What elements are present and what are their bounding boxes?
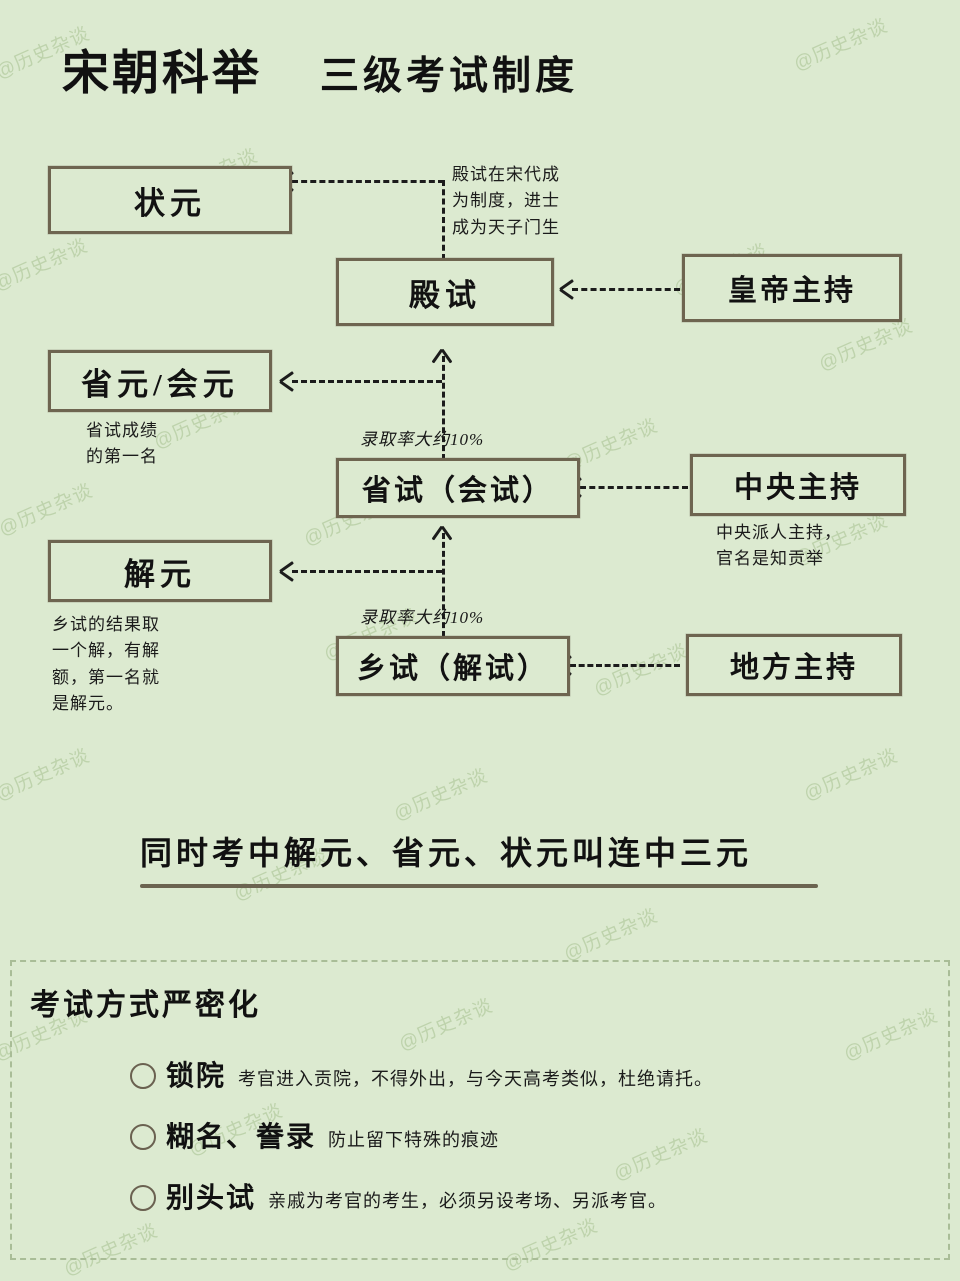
watermark: @历史杂谈 bbox=[790, 15, 892, 76]
watermark: @历史杂谈 bbox=[590, 640, 692, 701]
note-zhongyang: 中央派人主持， 官名是知贡举 bbox=[716, 523, 842, 569]
list-item[interactable]: 锁院 考官进入贡院，不得外出，与今天高考类似，杜绝请托。 bbox=[130, 1054, 930, 1094]
box-xiangshi[interactable]: 乡试（解试） bbox=[336, 636, 570, 696]
connector-dianshi-up bbox=[442, 180, 445, 260]
watermark: @历史杂谈 bbox=[0, 745, 94, 806]
rate-label-shengshi: 录取率大约10% bbox=[360, 430, 485, 449]
circle-bullet-icon bbox=[130, 1063, 156, 1089]
panel-bullet-list: 锁院 考官进入贡院，不得外出，与今天高考类似，杜绝请托。 糊名、誊录 防止留下特… bbox=[130, 1054, 930, 1237]
note-dianshi: 殿试在宋代成 为制度，进士 成为天子门生 bbox=[452, 165, 560, 237]
box-difang-zhuchi[interactable]: 地方主持 bbox=[686, 634, 902, 696]
rate-label-xiangshi: 录取率大约10% bbox=[360, 608, 485, 627]
panel-title: 考试方式严密化 bbox=[30, 989, 261, 1022]
box-shengyuan-huiyuan[interactable]: 省元/会元 bbox=[48, 350, 272, 412]
box-dianshi-label: 殿试 bbox=[409, 277, 481, 313]
list-item[interactable]: 糊名、誊录 防止留下特殊的痕迹 bbox=[130, 1115, 930, 1155]
box-shengshi[interactable]: 省试（会试） bbox=[336, 458, 580, 518]
bullet-term: 锁院 bbox=[166, 1061, 227, 1092]
box-zhongyang-zhuchi-label: 中央主持 bbox=[733, 472, 862, 504]
circle-bullet-icon bbox=[130, 1124, 156, 1150]
circle-bullet-icon bbox=[130, 1185, 156, 1211]
connector-shengshi-to-dianshi bbox=[442, 356, 445, 460]
bullet-desc: 防止留下特殊的痕迹 bbox=[328, 1130, 500, 1150]
box-xiangshi-label: 乡试（解试） bbox=[356, 653, 549, 685]
box-huangdi-zhuchi-label: 皇帝主持 bbox=[727, 275, 856, 307]
box-dianshi[interactable]: 殿试 bbox=[336, 258, 554, 326]
bullet-desc: 考官进入贡院，不得外出，与今天高考类似，杜绝请托。 bbox=[238, 1069, 714, 1089]
bullet-term: 别头试 bbox=[166, 1183, 257, 1214]
watermark: @历史杂谈 bbox=[0, 480, 97, 541]
box-shengshi-label: 省试（会试） bbox=[361, 475, 554, 507]
connector-huangdi-to-dianshi bbox=[572, 288, 680, 291]
box-jieyuan[interactable]: 解元 bbox=[48, 540, 272, 602]
box-huangdi-zhuchi[interactable]: 皇帝主持 bbox=[682, 254, 902, 322]
connector-difang-to-xiangshi bbox=[570, 664, 680, 667]
title-subtitle: 三级考试制度 bbox=[320, 55, 579, 98]
watermark: @历史杂谈 bbox=[390, 765, 492, 826]
watermark: @历史杂谈 bbox=[800, 745, 902, 806]
connector-branch-to-jieyuan bbox=[292, 570, 442, 573]
watermark: @历史杂谈 bbox=[0, 235, 92, 296]
box-zhuangyuan-label: 状元 bbox=[134, 185, 206, 221]
summary-text: 同时考中解元、省元、状元叫连中三元 bbox=[140, 835, 753, 871]
box-jieyuan-label: 解元 bbox=[124, 556, 196, 592]
watermark: @历史杂谈 bbox=[560, 905, 662, 966]
box-difang-zhuchi-label: 地方主持 bbox=[729, 652, 858, 684]
box-zhuangyuan[interactable]: 状元 bbox=[48, 166, 292, 234]
bullet-desc: 亲戚为考官的考生，必须另设考场、另派考官。 bbox=[268, 1191, 668, 1211]
connector-xiangshi-to-shengshi bbox=[442, 533, 445, 637]
box-zhongyang-zhuchi[interactable]: 中央主持 bbox=[690, 454, 906, 516]
note-jieyuan: 乡试的结果取 一个解，有解 额，第一名就 是解元。 bbox=[52, 615, 160, 714]
connector-zhongyang-to-shengshi bbox=[580, 486, 688, 489]
bullet-term: 糊名、誊录 bbox=[166, 1122, 317, 1153]
connector-branch-to-shengyuan bbox=[292, 380, 442, 383]
summary-block: 同时考中解元、省元、状元叫连中三元 bbox=[140, 828, 818, 888]
list-item[interactable]: 别头试 亲戚为考官的考生，必须另设考场、另派考官。 bbox=[130, 1176, 930, 1216]
box-shengyuan-huiyuan-label: 省元/会元 bbox=[81, 366, 239, 402]
page-title: 宋朝科举 三级考试制度 bbox=[62, 34, 578, 103]
summary-underline bbox=[140, 884, 818, 888]
connector-dianshi-to-zhuangyuan bbox=[292, 180, 444, 183]
strictness-panel: 考试方式严密化 锁院 考官进入贡院，不得外出，与今天高考类似，杜绝请托。 糊名、… bbox=[10, 960, 950, 1260]
title-main: 宋朝科举 bbox=[62, 48, 262, 100]
note-shengyuan: 省试成绩 的第一名 bbox=[86, 421, 158, 467]
